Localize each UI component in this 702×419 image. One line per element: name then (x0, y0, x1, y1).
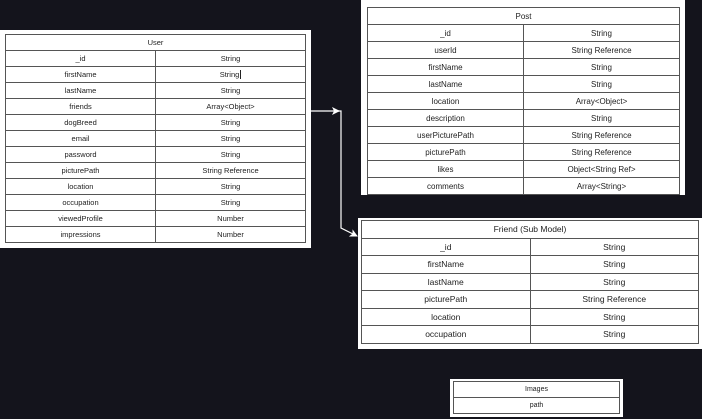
user-to-friend-arrow (336, 110, 358, 237)
field-type-cell[interactable]: Array<String> (523, 177, 680, 195)
field-type-text: String (219, 69, 240, 79)
field-name-cell[interactable]: comments (367, 177, 524, 195)
field-name-cell[interactable]: impressions (5, 226, 156, 243)
field-name-cell[interactable]: path (453, 397, 620, 414)
field-type-cell[interactable]: String (529, 325, 699, 344)
table-row: path (453, 397, 620, 414)
text-cursor (240, 70, 242, 80)
field-type-cell[interactable]: Number (155, 226, 306, 243)
